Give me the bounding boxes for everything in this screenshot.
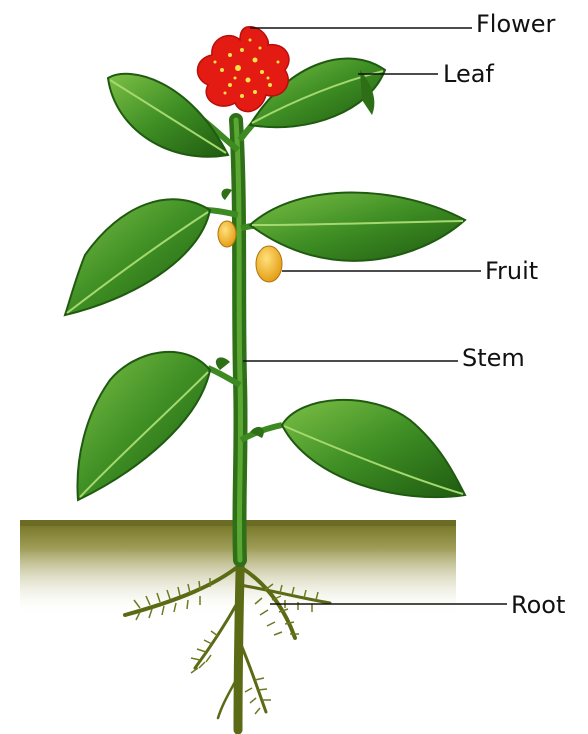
label-flower: Flower: [476, 12, 555, 36]
leaf-lower-left: [77, 352, 210, 500]
fruit-left: [218, 221, 236, 247]
stem: [190, 95, 290, 560]
label-leaf: Leaf: [443, 62, 494, 86]
leaf-lower-right: [282, 400, 465, 497]
leaf-middle-left: [65, 199, 210, 315]
label-fruit: Fruit: [485, 259, 538, 283]
label-root: Root: [511, 593, 565, 617]
label-stem: Stem: [462, 346, 525, 370]
leaf-middle-right: [250, 193, 465, 261]
fruit-right: [256, 246, 282, 282]
